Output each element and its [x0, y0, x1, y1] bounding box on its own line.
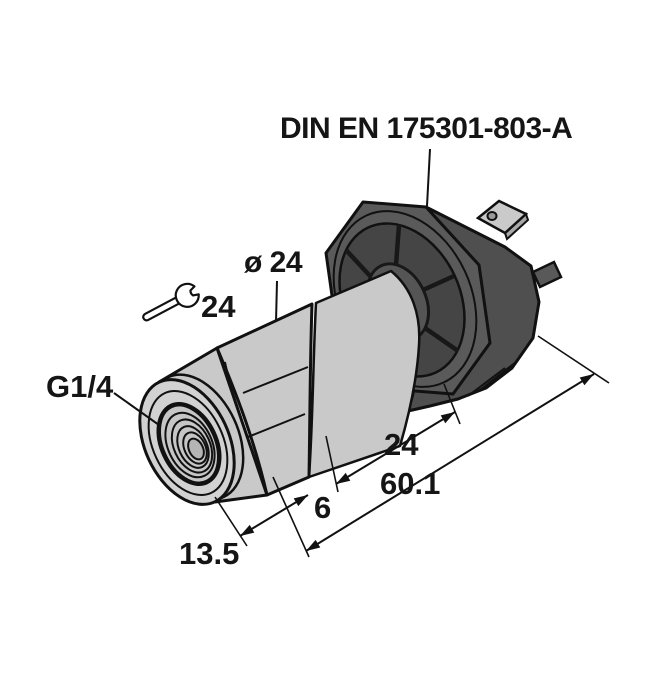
housing-step-line [479, 361, 517, 391]
dim-line-601 [305, 373, 595, 552]
diameter-leader-line [275, 280, 278, 323]
din-leader-line [426, 148, 431, 207]
arrowhead [293, 495, 308, 507]
arrowhead [579, 374, 594, 386]
arrowhead [306, 539, 321, 551]
arrowhead [336, 472, 351, 484]
arrowhead [440, 412, 455, 424]
housing-step-line [467, 367, 506, 397]
sensor-body [138, 269, 421, 506]
dim-thread-label: 13.5 [179, 536, 239, 571]
wrench-size-label: 24 [201, 289, 236, 324]
wrench-icon [142, 282, 200, 322]
dim-line-24 [335, 411, 456, 485]
dim-overall-label: 60.1 [380, 466, 440, 501]
hex-nut [215, 302, 314, 497]
hex-facet-line [242, 366, 309, 394]
dimension-lines [239, 373, 595, 552]
spade-terminal-icon [475, 199, 529, 235]
terminal-hole [486, 211, 498, 221]
dim-connector-label: 24 [384, 427, 419, 462]
process-connection-label: G1/4 [46, 369, 114, 404]
leader-lines [113, 148, 431, 426]
extension-lines [214, 335, 610, 558]
barrel [307, 269, 421, 479]
diameter-label: ø 24 [244, 246, 303, 279]
dim-step-label: 6 [314, 490, 331, 525]
arrowhead [240, 524, 255, 536]
thread-rings [147, 390, 229, 496]
side-terminal [531, 260, 563, 289]
connector-standard-label: DIN EN 175301-803-A [280, 112, 572, 145]
thread-leader-line [113, 392, 160, 426]
